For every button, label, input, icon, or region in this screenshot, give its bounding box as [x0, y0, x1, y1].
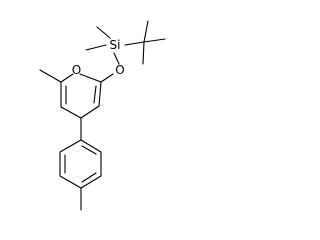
- bond-ar-1-2: [80, 139, 102, 153]
- bond-ar-4-5: [59, 175, 82, 189]
- bond-c2-c3: [98, 81, 102, 107]
- bond-cquat-me-right: [143, 38, 166, 43]
- bond-c6-methyl: [39, 69, 62, 83]
- silicon-methyl-groups: [85, 26, 111, 51]
- tolyl-ring: [59, 139, 102, 189]
- bond-c3-c4: [80, 105, 100, 119]
- bond-ring-o-c2: [79, 73, 102, 83]
- bond-si-methyl-up: [96, 26, 111, 39]
- pyran-ring: [60, 73, 102, 119]
- bond-c2-c3-double: [93, 85, 97, 104]
- silicon-label: Si: [110, 38, 121, 52]
- bond-c4-c5: [60, 106, 82, 119]
- bond-cquat-me-bottom: [142, 41, 145, 65]
- ether-oxygen-label: O: [115, 63, 124, 77]
- bond-ar-6-1: [59, 139, 82, 153]
- bond-ar-1-2-inner: [81, 145, 97, 155]
- bond-si-methyl-left: [85, 44, 107, 51]
- bond-si-cquat: [124, 41, 145, 46]
- bond-c6-ring-o: [60, 73, 74, 83]
- bond-si-o-ether: [113, 52, 120, 65]
- ring-oxygen-label: O: [72, 63, 81, 77]
- bond-o-ether-c2: [100, 73, 114, 83]
- molecule-structure: O O Si: [39, 20, 166, 211]
- tert-butyl-group: [124, 20, 166, 65]
- bond-ar-3-4-inner: [81, 172, 97, 183]
- bond-ar-3-4: [80, 175, 102, 189]
- bond-cquat-me-top: [143, 20, 149, 43]
